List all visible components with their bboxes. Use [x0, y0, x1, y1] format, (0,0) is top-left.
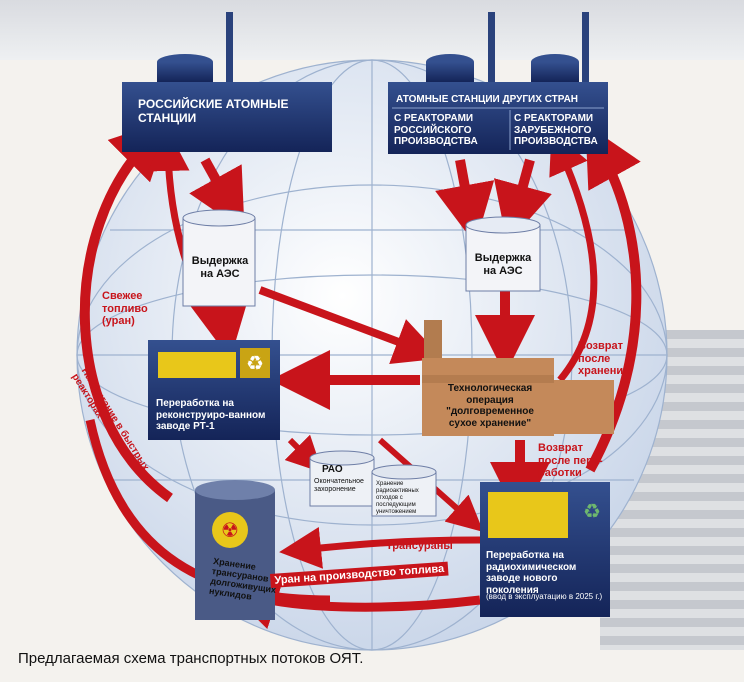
rt1-plant: ♻ [148, 340, 280, 440]
return-storage-label: Возврат после хранения [578, 340, 630, 378]
foreign-foreign-reactors-label: С РЕАКТОРАМИ ЗАРУБЕЖНОГО ПРОИЗВОДСТВА [514, 113, 598, 147]
svg-text:♻: ♻ [246, 353, 264, 375]
figure-caption: Предлагаемая схема транспортных потоков … [18, 650, 364, 667]
russian-station-building [122, 12, 332, 152]
foreign-russian-reactors-label: С РЕАКТОРАМИ РОССИЙСКОГО ПРОИЗВОДСТВА [394, 113, 478, 147]
svg-text:♻: ♻ [583, 501, 601, 523]
foreign-stations-building [388, 12, 608, 154]
transuranic-barrel: ☢ [195, 480, 275, 620]
russian-stations-label: РОССИЙСКИЕ АТОМНЫЕ СТАНЦИИ [138, 97, 289, 125]
final-disposal-label: Окончательное захоронение [314, 478, 364, 494]
storage-right-label: Выдержка на АЭС [474, 252, 532, 277]
intermediate-storage-label: Хранение радиоактивных отходов с последу… [376, 481, 419, 515]
rt1-label: Переработка на реконструиро-ванном завод… [156, 398, 266, 432]
dry-storage-facility [422, 320, 614, 436]
storage-left-label: Выдержка на АЭС [191, 255, 249, 280]
foreign-stations-label: АТОМНЫЕ СТАНЦИИ ДРУГИХ СТРАН [396, 94, 579, 105]
storage-tank-left [182, 209, 256, 307]
dry-storage-label: Технологическая операция "долговременное… [446, 383, 534, 429]
rao-containers [309, 450, 437, 517]
fresh-fuel-label: Свежее топливо (уран) [102, 290, 148, 328]
rao-label: РАО [322, 464, 343, 475]
transuranics-label: Трансураны [386, 540, 453, 552]
new-plant-note: (ввод в эксплуатацию в 2025 г.) [486, 592, 603, 601]
background-photo-top [0, 0, 744, 60]
svg-text:☢: ☢ [221, 520, 239, 542]
return-processing-label: Возврат после пере-работки [538, 442, 603, 480]
new-plant-label: Переработка на радиохимическом заводе но… [486, 550, 577, 596]
new-plant: ♻ [480, 482, 610, 617]
storage-tank-right [465, 216, 541, 292]
